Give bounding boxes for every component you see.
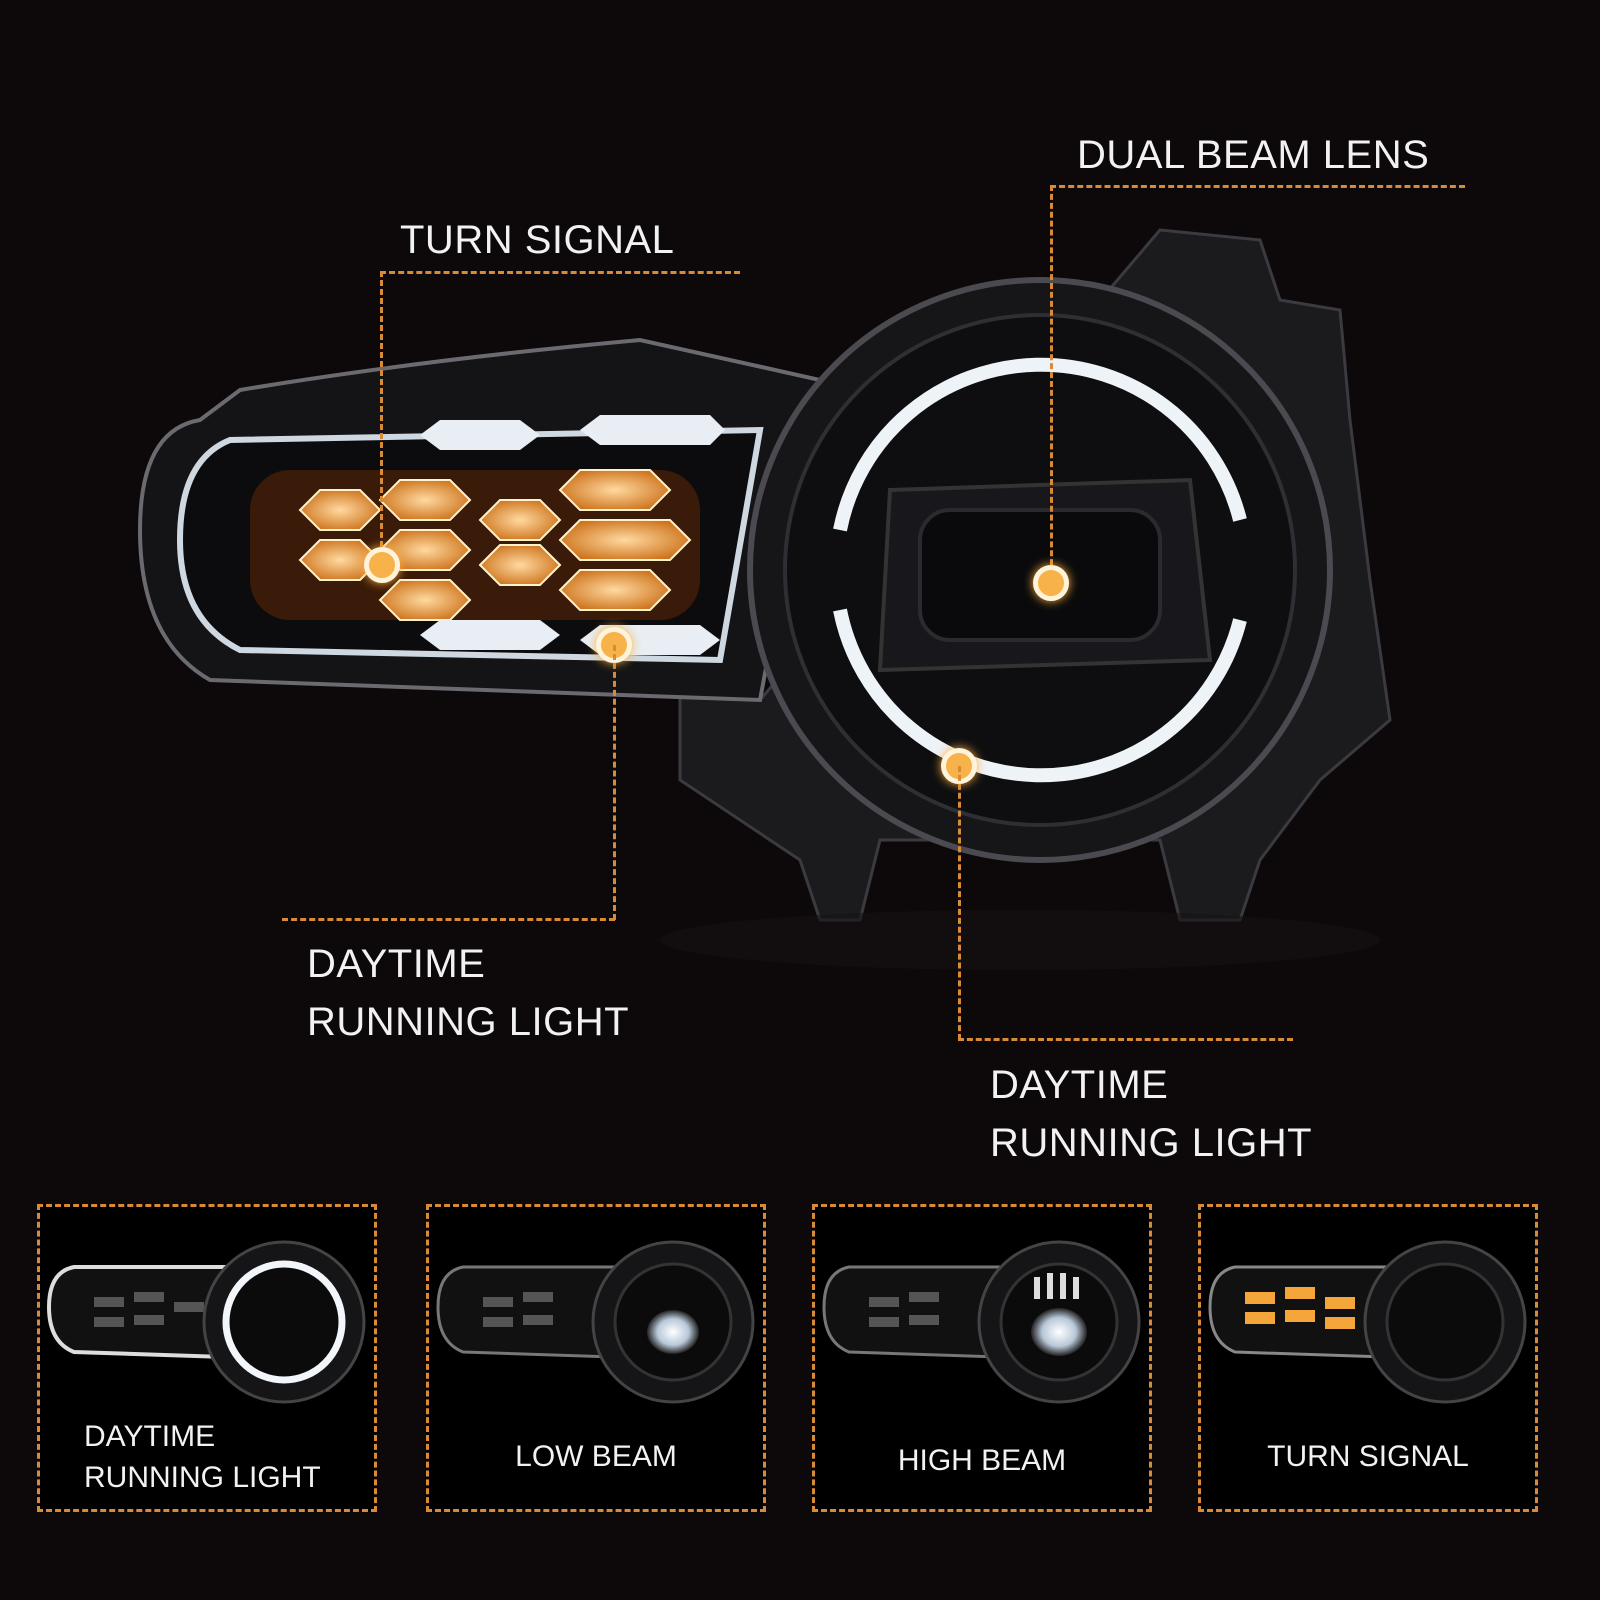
mode-label-low-beam: LOW BEAM bbox=[515, 1440, 677, 1473]
mode-label-turn-signal: TURN SIGNAL bbox=[1267, 1440, 1469, 1473]
dual-beam-lens-leader-line bbox=[1050, 185, 1465, 188]
headlight-high-beam-thumbnail bbox=[822, 1240, 1141, 1404]
drl-right-label-line1: DAYTIME bbox=[990, 1063, 1169, 1107]
drl-left-label-line1: DAYTIME bbox=[307, 942, 486, 986]
mode-panel-drl: DAYTIME RUNNING LIGHT bbox=[37, 1204, 377, 1512]
turn-signal-marker-dot bbox=[364, 547, 400, 583]
headlight-drl-thumbnail bbox=[46, 1240, 366, 1404]
mode-label-drl-line1: DAYTIME bbox=[84, 1420, 216, 1453]
turn-signal-callout-label: TURN SIGNAL bbox=[400, 218, 675, 262]
mode-panel-low-beam: LOW BEAM bbox=[426, 1204, 766, 1512]
mode-label-drl: DAYTIME RUNNING LIGHT bbox=[84, 1417, 374, 1498]
mode-panel-turn-signal: TURN SIGNAL bbox=[1198, 1204, 1538, 1512]
drl-left-label-line2: RUNNING LIGHT bbox=[307, 1000, 630, 1044]
headlight-low-beam-thumbnail bbox=[436, 1240, 755, 1404]
dual-beam-lens-leader-line-vertical bbox=[1050, 185, 1053, 583]
headlight-turn-signal-thumbnail bbox=[1208, 1240, 1527, 1404]
dual-beam-lens-marker-dot bbox=[1033, 565, 1069, 601]
drl-left-leader-line bbox=[282, 918, 615, 921]
drl-left-leader-line-vertical bbox=[613, 645, 616, 920]
drl-right-leader-line bbox=[958, 1038, 1293, 1041]
turn-signal-leader-line-vertical bbox=[380, 271, 383, 565]
turn-signal-leader-line bbox=[380, 271, 740, 274]
drl-right-label-line2: RUNNING LIGHT bbox=[990, 1121, 1313, 1165]
drl-right-leader-line-vertical bbox=[958, 766, 961, 1040]
dual-beam-lens-callout-label: DUAL BEAM LENS bbox=[1077, 133, 1430, 177]
mode-label-drl-line2: RUNNING LIGHT bbox=[84, 1460, 321, 1494]
mode-panel-high-beam: HIGH BEAM bbox=[812, 1204, 1152, 1512]
headlight-product-image bbox=[137, 228, 1392, 970]
mode-label-high-beam: HIGH BEAM bbox=[897, 1444, 1067, 1477]
drl-right-marker-dot bbox=[941, 748, 977, 784]
